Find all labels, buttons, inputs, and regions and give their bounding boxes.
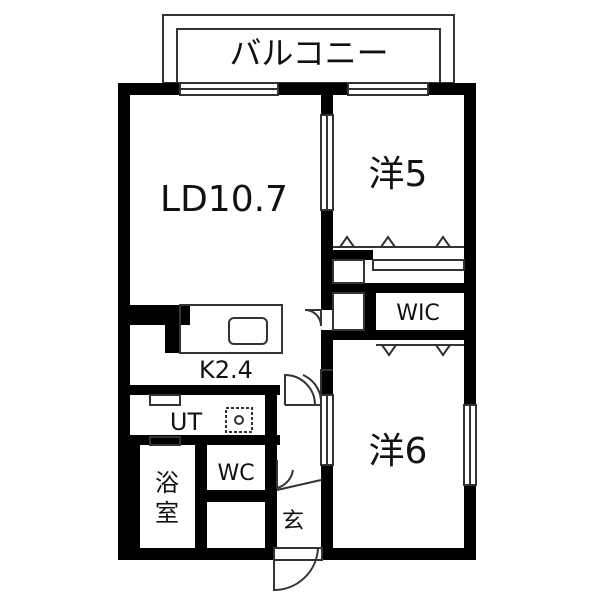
utility-details — [149, 394, 253, 446]
bath-label-top: 浴 — [155, 469, 179, 497]
closet-doors-upper — [333, 235, 465, 271]
east-window — [463, 404, 477, 486]
toilet-label: WC — [217, 461, 254, 486]
wic-door — [304, 309, 322, 327]
entrance-label: 玄 — [282, 509, 304, 534]
sliding-door-ld — [320, 114, 334, 211]
bath-label-bottom: 室 — [155, 499, 179, 527]
balcony-label: バルコニー — [229, 34, 388, 72]
bedroom-south-label: 洋6 — [369, 431, 428, 472]
wic-label: WIC — [396, 301, 440, 326]
top-windows — [179, 82, 429, 96]
kitchen-label: K2.4 — [199, 356, 253, 384]
entrance-door — [273, 547, 323, 592]
closet-doors-lower — [376, 344, 464, 357]
outer-walls — [118, 83, 476, 560]
living-room-label: LD10.7 — [160, 179, 288, 220]
interior-walls — [130, 95, 464, 548]
storage-boxes — [332, 259, 365, 331]
utility-label: UT — [170, 408, 203, 436]
hall-doors — [276, 369, 334, 491]
bedroom-north-label: 洋5 — [369, 154, 428, 195]
kitchen-sink — [179, 304, 283, 354]
